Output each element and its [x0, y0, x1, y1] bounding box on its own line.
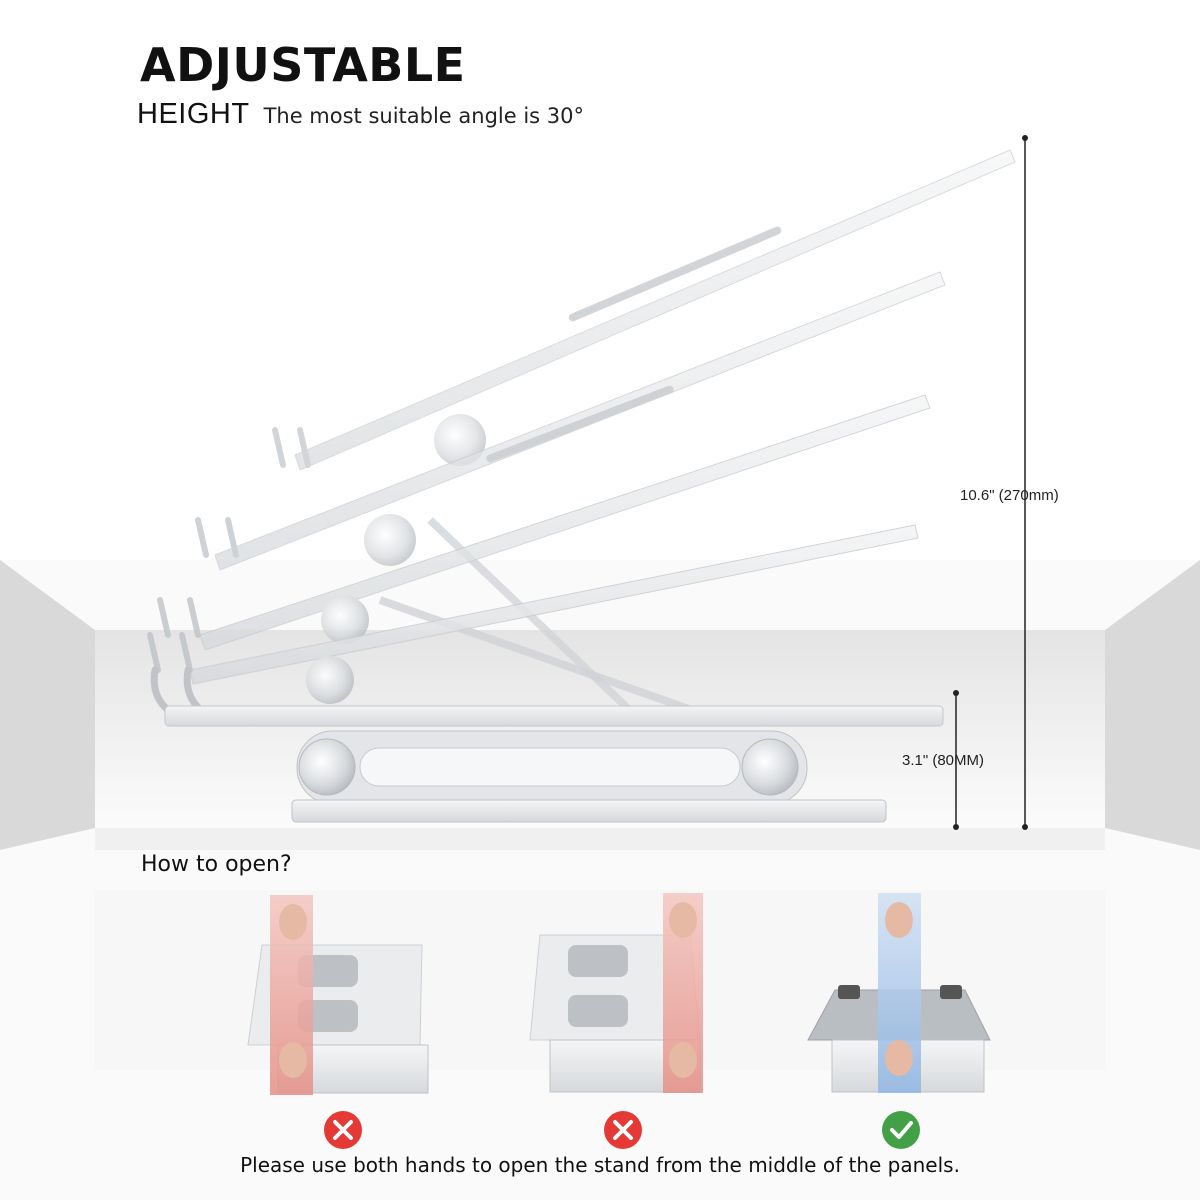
total-height-label: 10.6" (270mm): [960, 487, 1059, 504]
step-wrong-right: [529, 893, 703, 1093]
dimension-base-line: [953, 690, 959, 830]
instruction-text: Please use both hands to open the stand …: [240, 1153, 960, 1177]
howto-title: How to open?: [141, 852, 292, 877]
stand-plate-upper: [195, 271, 946, 723]
hand-bottom-icon: [279, 1042, 307, 1078]
hand-top-icon: [669, 902, 697, 938]
base-height-label: 3.1" (80MM): [902, 752, 985, 769]
hand-top-icon: [279, 904, 307, 940]
page-title: ADJUSTABLE: [140, 38, 466, 92]
room-background: [0, 560, 1200, 1200]
stand-plate-low: [147, 524, 919, 704]
hand-top-icon: [885, 902, 913, 938]
step-wrong-left: [247, 895, 429, 1095]
hand-bottom-icon: [885, 1040, 913, 1076]
stand-plate-middle: [157, 394, 931, 724]
hand-bottom-icon: [669, 1042, 697, 1078]
dimension-total-line: [1022, 135, 1028, 830]
check-icon: [882, 1111, 920, 1149]
subtitle-note: The most suitable angle is 30°: [263, 104, 585, 128]
cross-icon: [604, 1111, 642, 1149]
stand-base: [150, 666, 944, 823]
cross-icon: [324, 1111, 362, 1149]
subtitle: HEIGHT The most suitable angle is 30°: [137, 98, 584, 131]
step-correct-middle: [807, 893, 991, 1093]
stand-plate-high: [272, 149, 1016, 471]
subtitle-word: HEIGHT: [137, 98, 250, 130]
